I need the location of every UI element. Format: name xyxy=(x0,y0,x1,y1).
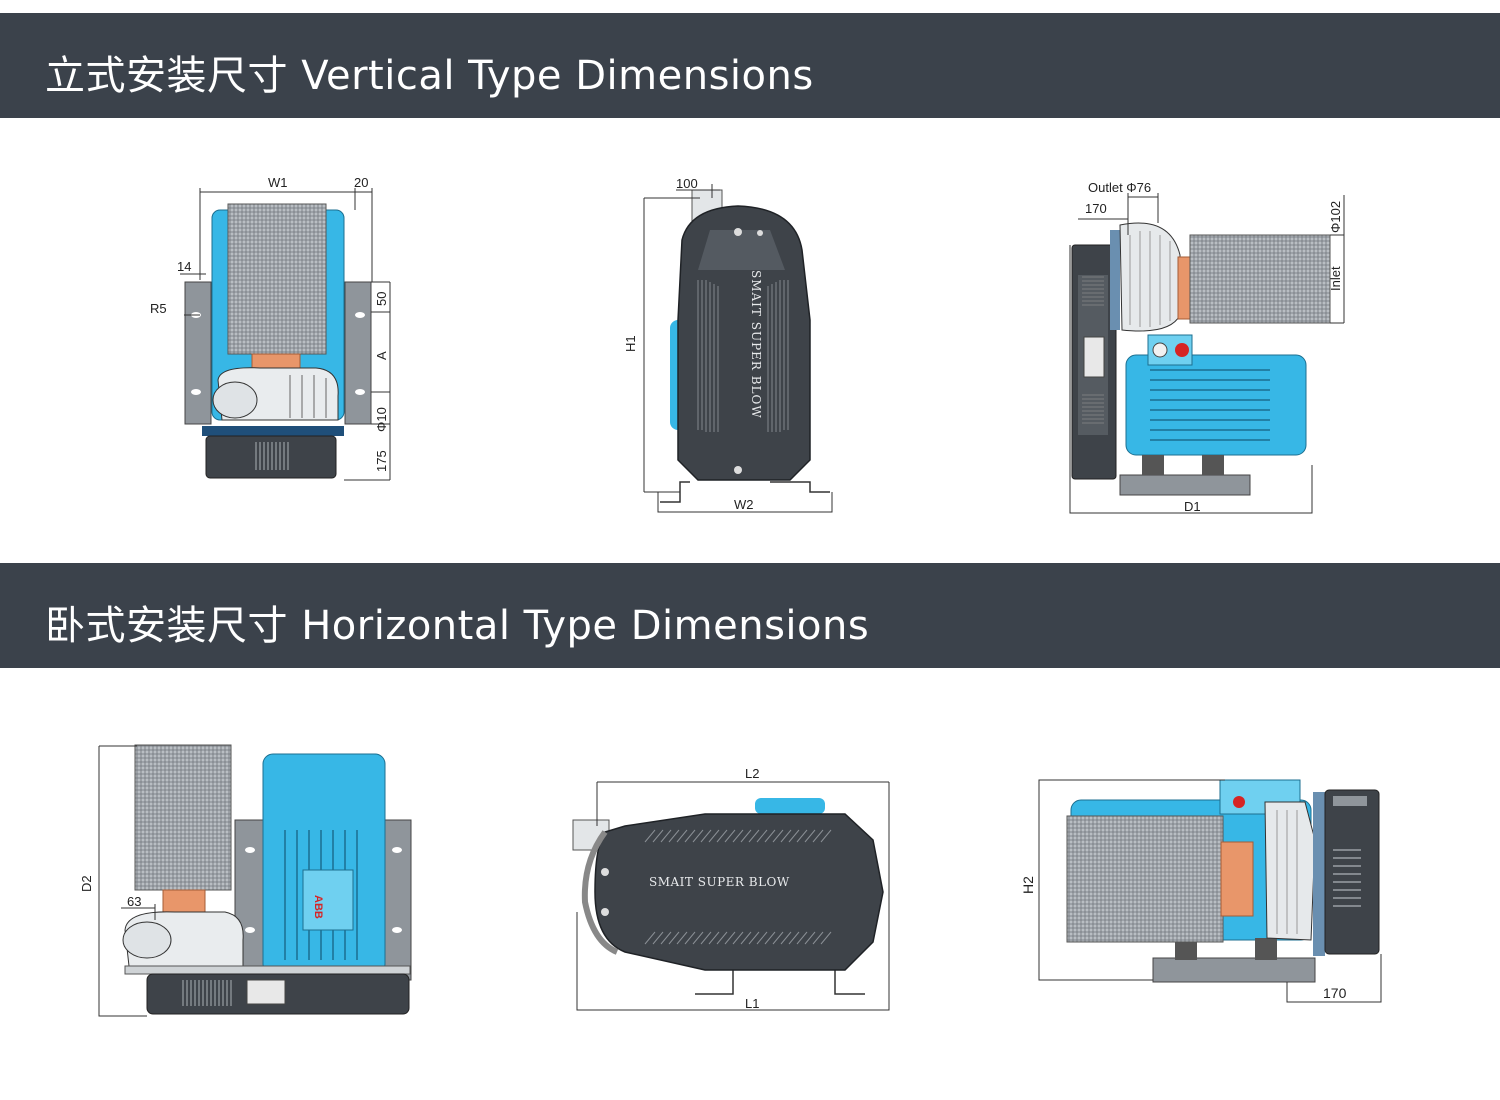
cooling-housing xyxy=(1324,789,1380,955)
brand-label: SMAIT SUPER BLOW xyxy=(749,270,763,419)
dim-l2: L2 xyxy=(745,766,759,781)
dim-d2: D2 xyxy=(79,875,94,892)
dim-w1: W1 xyxy=(268,175,288,190)
motor-body xyxy=(262,753,386,975)
dim-170: 170 xyxy=(1085,201,1107,216)
dim-inlet: Inlet xyxy=(1328,266,1343,291)
vertical-top-view: Outlet Φ76 170 Φ102 Inlet D1 xyxy=(1060,175,1360,520)
vertical-front-view: W1 20 14 R5 50 A Φ10 175 xyxy=(140,170,410,490)
base-housing xyxy=(205,435,337,479)
horizontal-side-view: SMAIT SUPER BLOW L2 L1 xyxy=(565,762,895,1017)
filter-cartridge-icon xyxy=(134,744,232,891)
dim-r5: R5 xyxy=(150,301,167,316)
filter-cartridge-icon xyxy=(1066,815,1224,943)
dim-50: 50 xyxy=(374,292,389,306)
section-banner-horizontal: 卧式安装尺寸 Horizontal Type Dimensions xyxy=(0,563,1500,668)
impeller-housing-icon xyxy=(1264,801,1316,941)
dim-175: 175 xyxy=(374,450,389,472)
dim-h1: H1 xyxy=(623,335,638,352)
dim-20: 20 xyxy=(354,175,368,190)
dim-l1: L1 xyxy=(745,996,759,1011)
section-title-horizontal: 卧式安装尺寸 Horizontal Type Dimensions xyxy=(45,603,870,649)
vertical-side-view: SMAIT SUPER BLOW 100 H1 W2 xyxy=(620,170,850,520)
dim-63: 63 xyxy=(127,894,141,909)
dim-phi102: Φ102 xyxy=(1328,201,1343,233)
blower-housing-icon xyxy=(594,813,884,971)
dim-outlet: Outlet Φ76 xyxy=(1088,180,1151,195)
section-banner-vertical: 立式安装尺寸 Vertical Type Dimensions xyxy=(0,13,1500,118)
horizontal-end-view: H2 170 xyxy=(1015,770,1390,1010)
mounting-plate-left xyxy=(184,281,212,425)
dim-h2: H2 xyxy=(1020,876,1036,894)
dim-100: 100 xyxy=(676,176,698,191)
horizontal-front-view: ABB D2 63 xyxy=(75,740,425,1025)
brand-label: SMAIT SUPER BLOW xyxy=(649,875,790,889)
filter-cartridge-icon xyxy=(227,203,327,355)
dim-phi10: Φ10 xyxy=(374,407,389,432)
filter-cartridge-icon xyxy=(1189,234,1331,324)
dim-170: 170 xyxy=(1323,985,1347,1001)
dim-d1: D1 xyxy=(1184,499,1201,514)
blower-housing-icon xyxy=(677,205,811,481)
motor-brand: ABB xyxy=(312,895,324,919)
dim-a: A xyxy=(374,351,389,360)
section-title-vertical: 立式安装尺寸 Vertical Type Dimensions xyxy=(45,53,814,99)
dim-14: 14 xyxy=(177,259,191,274)
dim-w2: W2 xyxy=(734,497,754,512)
mounting-plate-right xyxy=(344,281,372,425)
